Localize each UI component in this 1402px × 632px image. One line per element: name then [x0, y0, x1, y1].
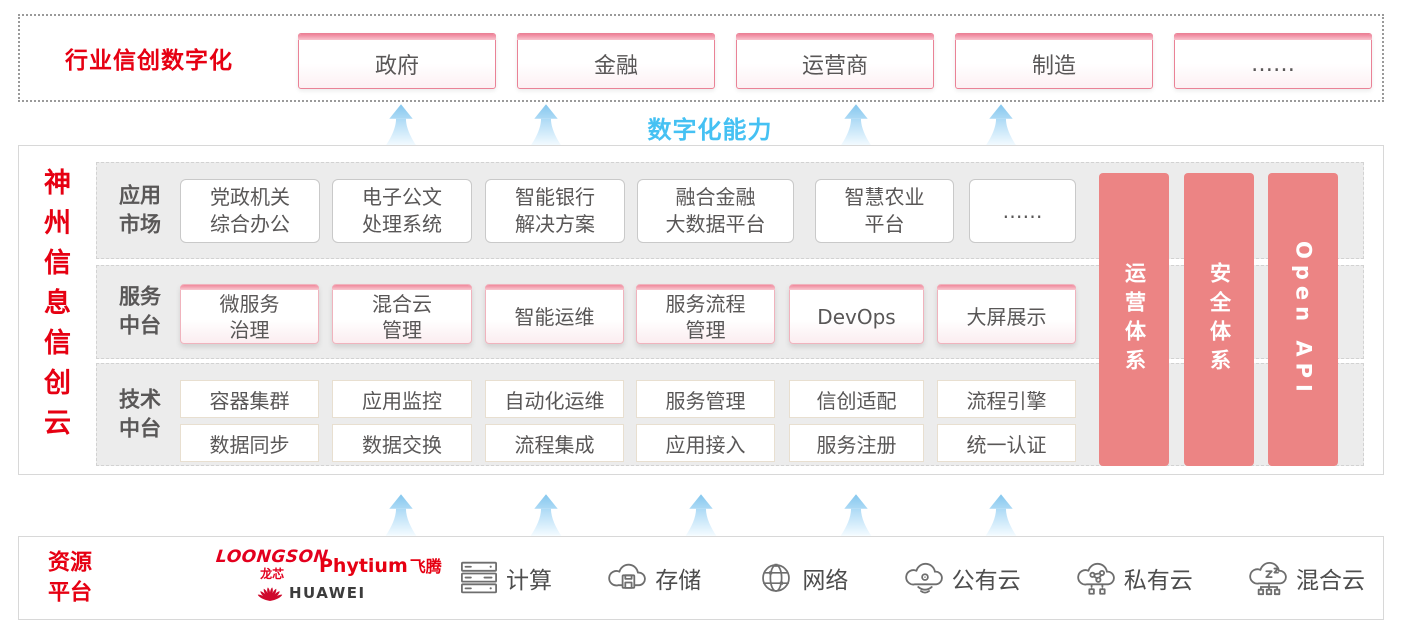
- service-box: DevOps: [789, 284, 924, 344]
- industry-item-more: ……: [1174, 33, 1372, 89]
- resource-items: 计算 存储 网络: [459, 537, 1365, 619]
- service-box: 混合云 管理: [332, 284, 472, 344]
- industry-item-operator: 运营商: [736, 33, 934, 89]
- app-box: 电子公文 处理系统: [332, 179, 472, 243]
- tech-box: 服务管理: [636, 380, 775, 418]
- loongson-logo: LOONGSON 龙芯: [214, 547, 330, 581]
- network-icon: [762, 563, 791, 592]
- service-box: 服务流程 管理: [636, 284, 775, 344]
- tech-box: 信创适配: [789, 380, 924, 418]
- tech-box: 应用接入: [636, 424, 775, 462]
- up-arrow-icon: [840, 104, 872, 146]
- band-app-market-label: 应用 市场: [119, 183, 161, 237]
- up-arrow-icon: [385, 104, 417, 146]
- storage-icon: [608, 563, 646, 589]
- resource-platform-panel: 资源 平台 LOONGSON 龙芯 Phytium 飞腾: [18, 536, 1384, 620]
- service-box: 大屏展示: [937, 284, 1076, 344]
- app-box: 智慧农业 平台: [815, 179, 954, 243]
- app-box: 智能银行 解决方案: [485, 179, 625, 243]
- public-cloud-icon: [904, 562, 943, 594]
- service-box: 智能运维: [485, 284, 624, 344]
- tech-box: 应用监控: [332, 380, 472, 418]
- tech-box: 容器集群: [180, 380, 319, 418]
- server-icon: [461, 561, 497, 594]
- band-service-label: 服务 中台: [119, 284, 161, 338]
- pillar-security-system: 安全体系: [1184, 173, 1254, 466]
- up-arrow-icon: [530, 494, 562, 536]
- huawei-flower-icon: [257, 587, 283, 601]
- up-arrow-icon: [385, 494, 417, 536]
- pillar-operation-system: 运营体系: [1099, 173, 1169, 466]
- up-arrow-icon: [985, 104, 1017, 146]
- industry-banner-title: 行业信创数字化: [65, 48, 233, 74]
- up-arrow-icon: [685, 494, 717, 536]
- private-cloud-icon: [1077, 562, 1115, 595]
- resource-item-storage: 存储: [608, 560, 701, 596]
- resource-item-public-cloud: 公有云: [904, 560, 1021, 596]
- service-box: 微服务 治理: [180, 284, 319, 344]
- resource-item-private-cloud: 私有云: [1077, 560, 1193, 596]
- tech-box: 自动化运维: [485, 380, 624, 418]
- band-service: 服务 中台 微服务 治理 混合云 管理 智能运维 服务流程 管理 DevOps …: [96, 265, 1364, 359]
- band-tech: 技术 中台 容器集群 应用监控 自动化运维 服务管理 信创适配 流程引擎 数据同…: [96, 363, 1364, 466]
- app-box: 党政机关 综合办公: [180, 179, 320, 243]
- resource-platform-label: 资源 平台: [48, 550, 93, 605]
- app-box-more: ……: [969, 179, 1076, 243]
- industry-item-government: 政府: [298, 33, 496, 89]
- tech-box: 数据交换: [332, 424, 472, 462]
- up-arrow-icon: [840, 494, 872, 536]
- capability-label: 数字化能力: [647, 116, 773, 144]
- tech-box: 服务注册: [789, 424, 924, 462]
- phytium-logo: Phytium 飞腾: [319, 555, 442, 577]
- resource-item-network: 网络: [757, 560, 848, 596]
- up-arrow-icon: [985, 494, 1017, 536]
- band-tech-label: 技术 中台: [119, 387, 161, 441]
- up-arrow-icon: [530, 104, 562, 146]
- resource-item-hybrid-cloud: 混合云: [1249, 560, 1365, 596]
- industry-item-finance: 金融: [517, 33, 715, 89]
- tech-box: 流程集成: [485, 424, 624, 462]
- platform-title: 神州信息信创云: [39, 168, 70, 448]
- hybrid-cloud-icon: [1249, 562, 1287, 596]
- tech-box: 流程引擎: [937, 380, 1076, 418]
- pillar-open-api: Open API: [1268, 173, 1338, 466]
- industry-banner: 行业信创数字化 政府 金融 运营商 制造 ……: [18, 14, 1384, 102]
- tech-box: 数据同步: [180, 424, 319, 462]
- band-app-market: 应用 市场 党政机关 综合办公 电子公文 处理系统 智能银行 解决方案 融合金融…: [96, 162, 1364, 259]
- industry-items: 政府 金融 运营商 制造 ……: [298, 33, 1372, 89]
- huawei-logo: HUAWEI: [257, 583, 366, 603]
- tech-box: 统一认证: [937, 424, 1076, 462]
- app-box: 融合金融 大数据平台: [637, 179, 794, 243]
- platform-panel: 神州信息信创云 应用 市场 党政机关 综合办公 电子公文 处理系统 智能银行 解…: [18, 145, 1384, 475]
- resource-item-compute: 计算: [459, 560, 552, 596]
- industry-item-manufacturing: 制造: [955, 33, 1153, 89]
